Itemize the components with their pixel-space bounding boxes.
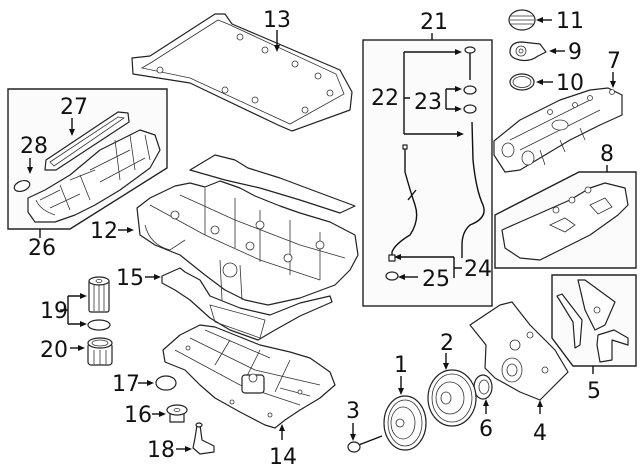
callout-10: 10 — [556, 71, 584, 96]
callout-27: 27 — [60, 95, 88, 120]
callout-labels: 13 21 11 9 7 10 22 23 27 28 8 12 26 24 1… — [20, 8, 621, 470]
callout-24-leader — [398, 256, 462, 278]
dipstick[interactable] — [461, 46, 485, 258]
crankshaft-pulley[interactable] — [383, 395, 427, 451]
dipstick-o-ring-lower[interactable] — [463, 104, 477, 114]
dipstick-kit-box — [362, 33, 493, 307]
callout-25: 25 — [422, 267, 450, 292]
callout-22-leader — [403, 51, 458, 135]
dipstick-tube[interactable] — [388, 144, 418, 262]
callout-19: 19 — [40, 299, 68, 324]
callout-17: 17 — [112, 372, 140, 397]
callout-12: 12 — [90, 219, 118, 244]
callout-11: 11 — [556, 9, 584, 34]
pulley-bolt[interactable] — [347, 435, 383, 453]
drain-plug-gasket[interactable] — [155, 375, 177, 391]
callout-2: 2 — [440, 331, 454, 356]
drain-plug[interactable] — [166, 404, 188, 423]
intake-manifold[interactable] — [27, 129, 161, 223]
oil-filter-housing-cap[interactable] — [87, 337, 113, 366]
callout-3: 3 — [346, 399, 360, 424]
timing-cover-gaskets[interactable] — [556, 279, 629, 363]
callout-14: 14 — [269, 445, 297, 470]
callout-22: 22 — [371, 86, 399, 111]
vibration-damper[interactable] — [427, 369, 477, 427]
callout-13: 13 — [263, 8, 291, 33]
oil-filter[interactable] — [88, 276, 110, 313]
callout-7: 7 — [607, 49, 621, 74]
callout-8: 8 — [600, 142, 614, 167]
valve-cover-gasket[interactable] — [501, 182, 629, 261]
callout-26: 26 — [28, 236, 56, 261]
lower-oil-pan-gasket[interactable] — [161, 267, 333, 341]
upper-oil-pan[interactable] — [136, 154, 359, 306]
callout-20: 20 — [40, 338, 68, 363]
oil-filler-neck[interactable] — [509, 41, 547, 62]
callout-15: 15 — [116, 266, 144, 291]
throttle-body-seal[interactable] — [13, 179, 31, 194]
callout-4: 4 — [533, 421, 547, 446]
oil-level-sensor[interactable] — [192, 422, 215, 455]
callout-21: 21 — [420, 10, 448, 35]
lower-oil-pan[interactable] — [162, 324, 336, 429]
valve-cover[interactable] — [493, 87, 623, 173]
callout-6: 6 — [479, 417, 493, 442]
oil-filter-o-ring[interactable] — [87, 319, 111, 331]
callout-arrows — [27, 17, 616, 452]
callout-5: 5 — [587, 379, 601, 404]
dipstick-o-ring-upper[interactable] — [463, 85, 477, 95]
callout-24: 24 — [464, 257, 492, 282]
timing-cover[interactable] — [469, 301, 569, 401]
callout-23: 23 — [414, 90, 442, 115]
callout-28: 28 — [20, 134, 48, 159]
tube-o-ring[interactable] — [385, 271, 399, 281]
intake-manifold-gasket[interactable] — [44, 111, 130, 171]
callout-9: 9 — [568, 40, 582, 65]
callout-18: 18 — [147, 438, 175, 463]
front-crank-seal[interactable] — [473, 374, 493, 400]
callout-1: 1 — [394, 353, 408, 378]
upper-oil-pan-gasket[interactable] — [131, 13, 353, 132]
oil-filler-cap[interactable] — [508, 9, 536, 31]
callout-16: 16 — [124, 403, 152, 428]
